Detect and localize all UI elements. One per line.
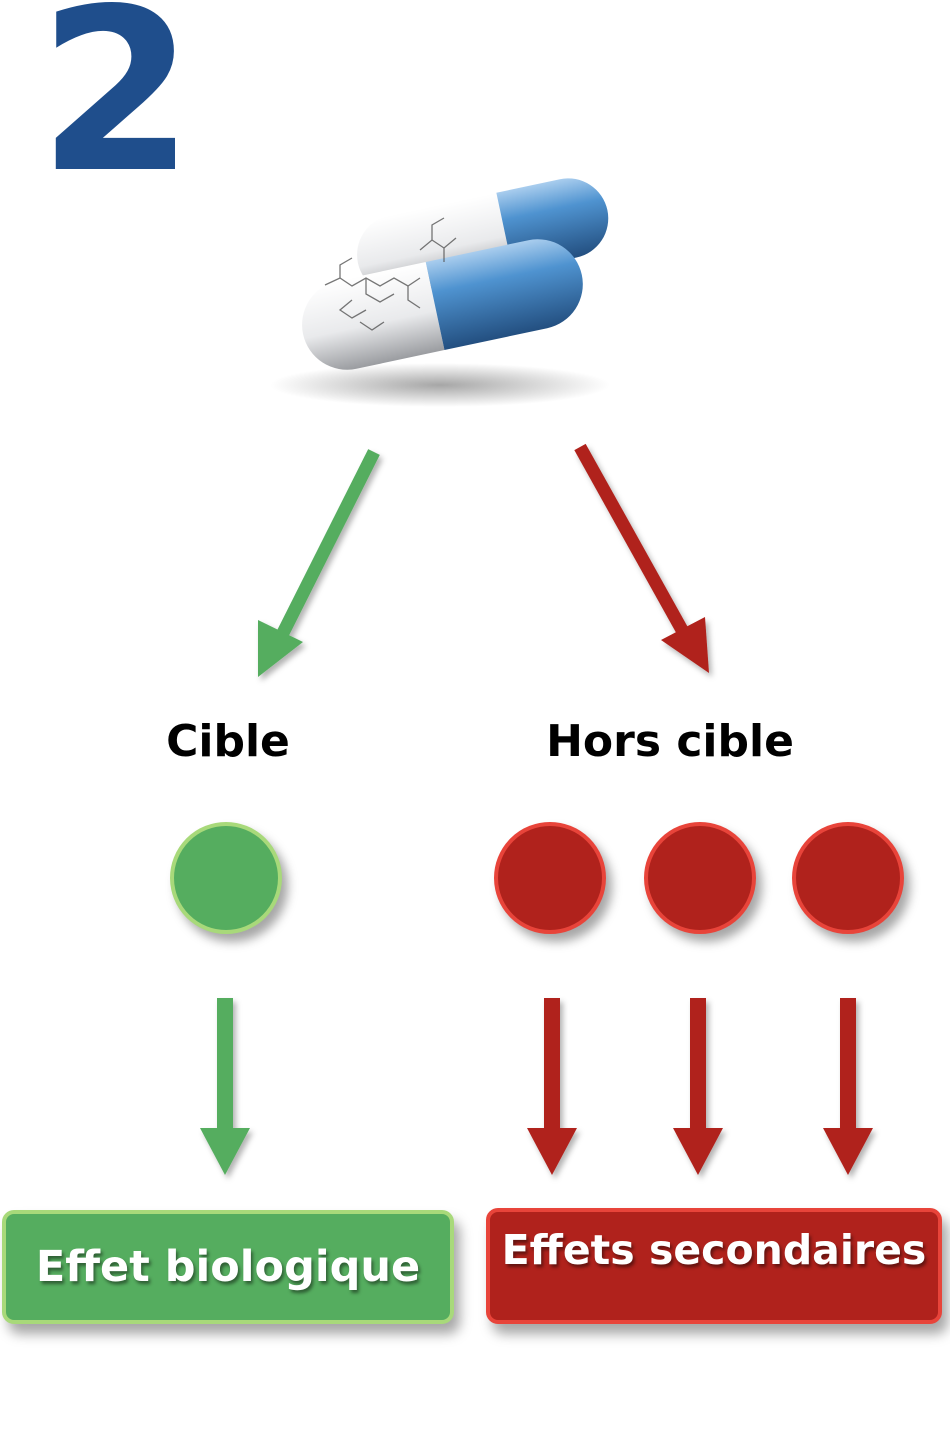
off-target-dot-1 [494, 822, 606, 934]
arrow-to-biological-effect [200, 998, 250, 1175]
arrow-to-side-effect-2 [673, 998, 723, 1175]
target-dot [170, 822, 282, 934]
step-number: 2 [38, 0, 195, 223]
off-target-label: Hors cible [546, 716, 794, 767]
target-label: Cible [166, 716, 290, 767]
biological-effect-box: Effet biologique [2, 1210, 454, 1324]
side-effects-label: Effets secondaires [501, 1226, 927, 1274]
biological-effect-label: Effet biologique [35, 1242, 421, 1292]
arrow-to-side-effect-1 [527, 998, 577, 1175]
capsule-pills-icon [270, 178, 610, 407]
arrow-to-side-effect-3 [823, 998, 873, 1175]
off-target-dot-3 [792, 822, 904, 934]
arrow-to-target [258, 449, 380, 677]
side-effects-box: Effets secondaires [486, 1208, 942, 1324]
arrow-to-off-target [574, 443, 709, 673]
off-target-dot-2 [644, 822, 756, 934]
